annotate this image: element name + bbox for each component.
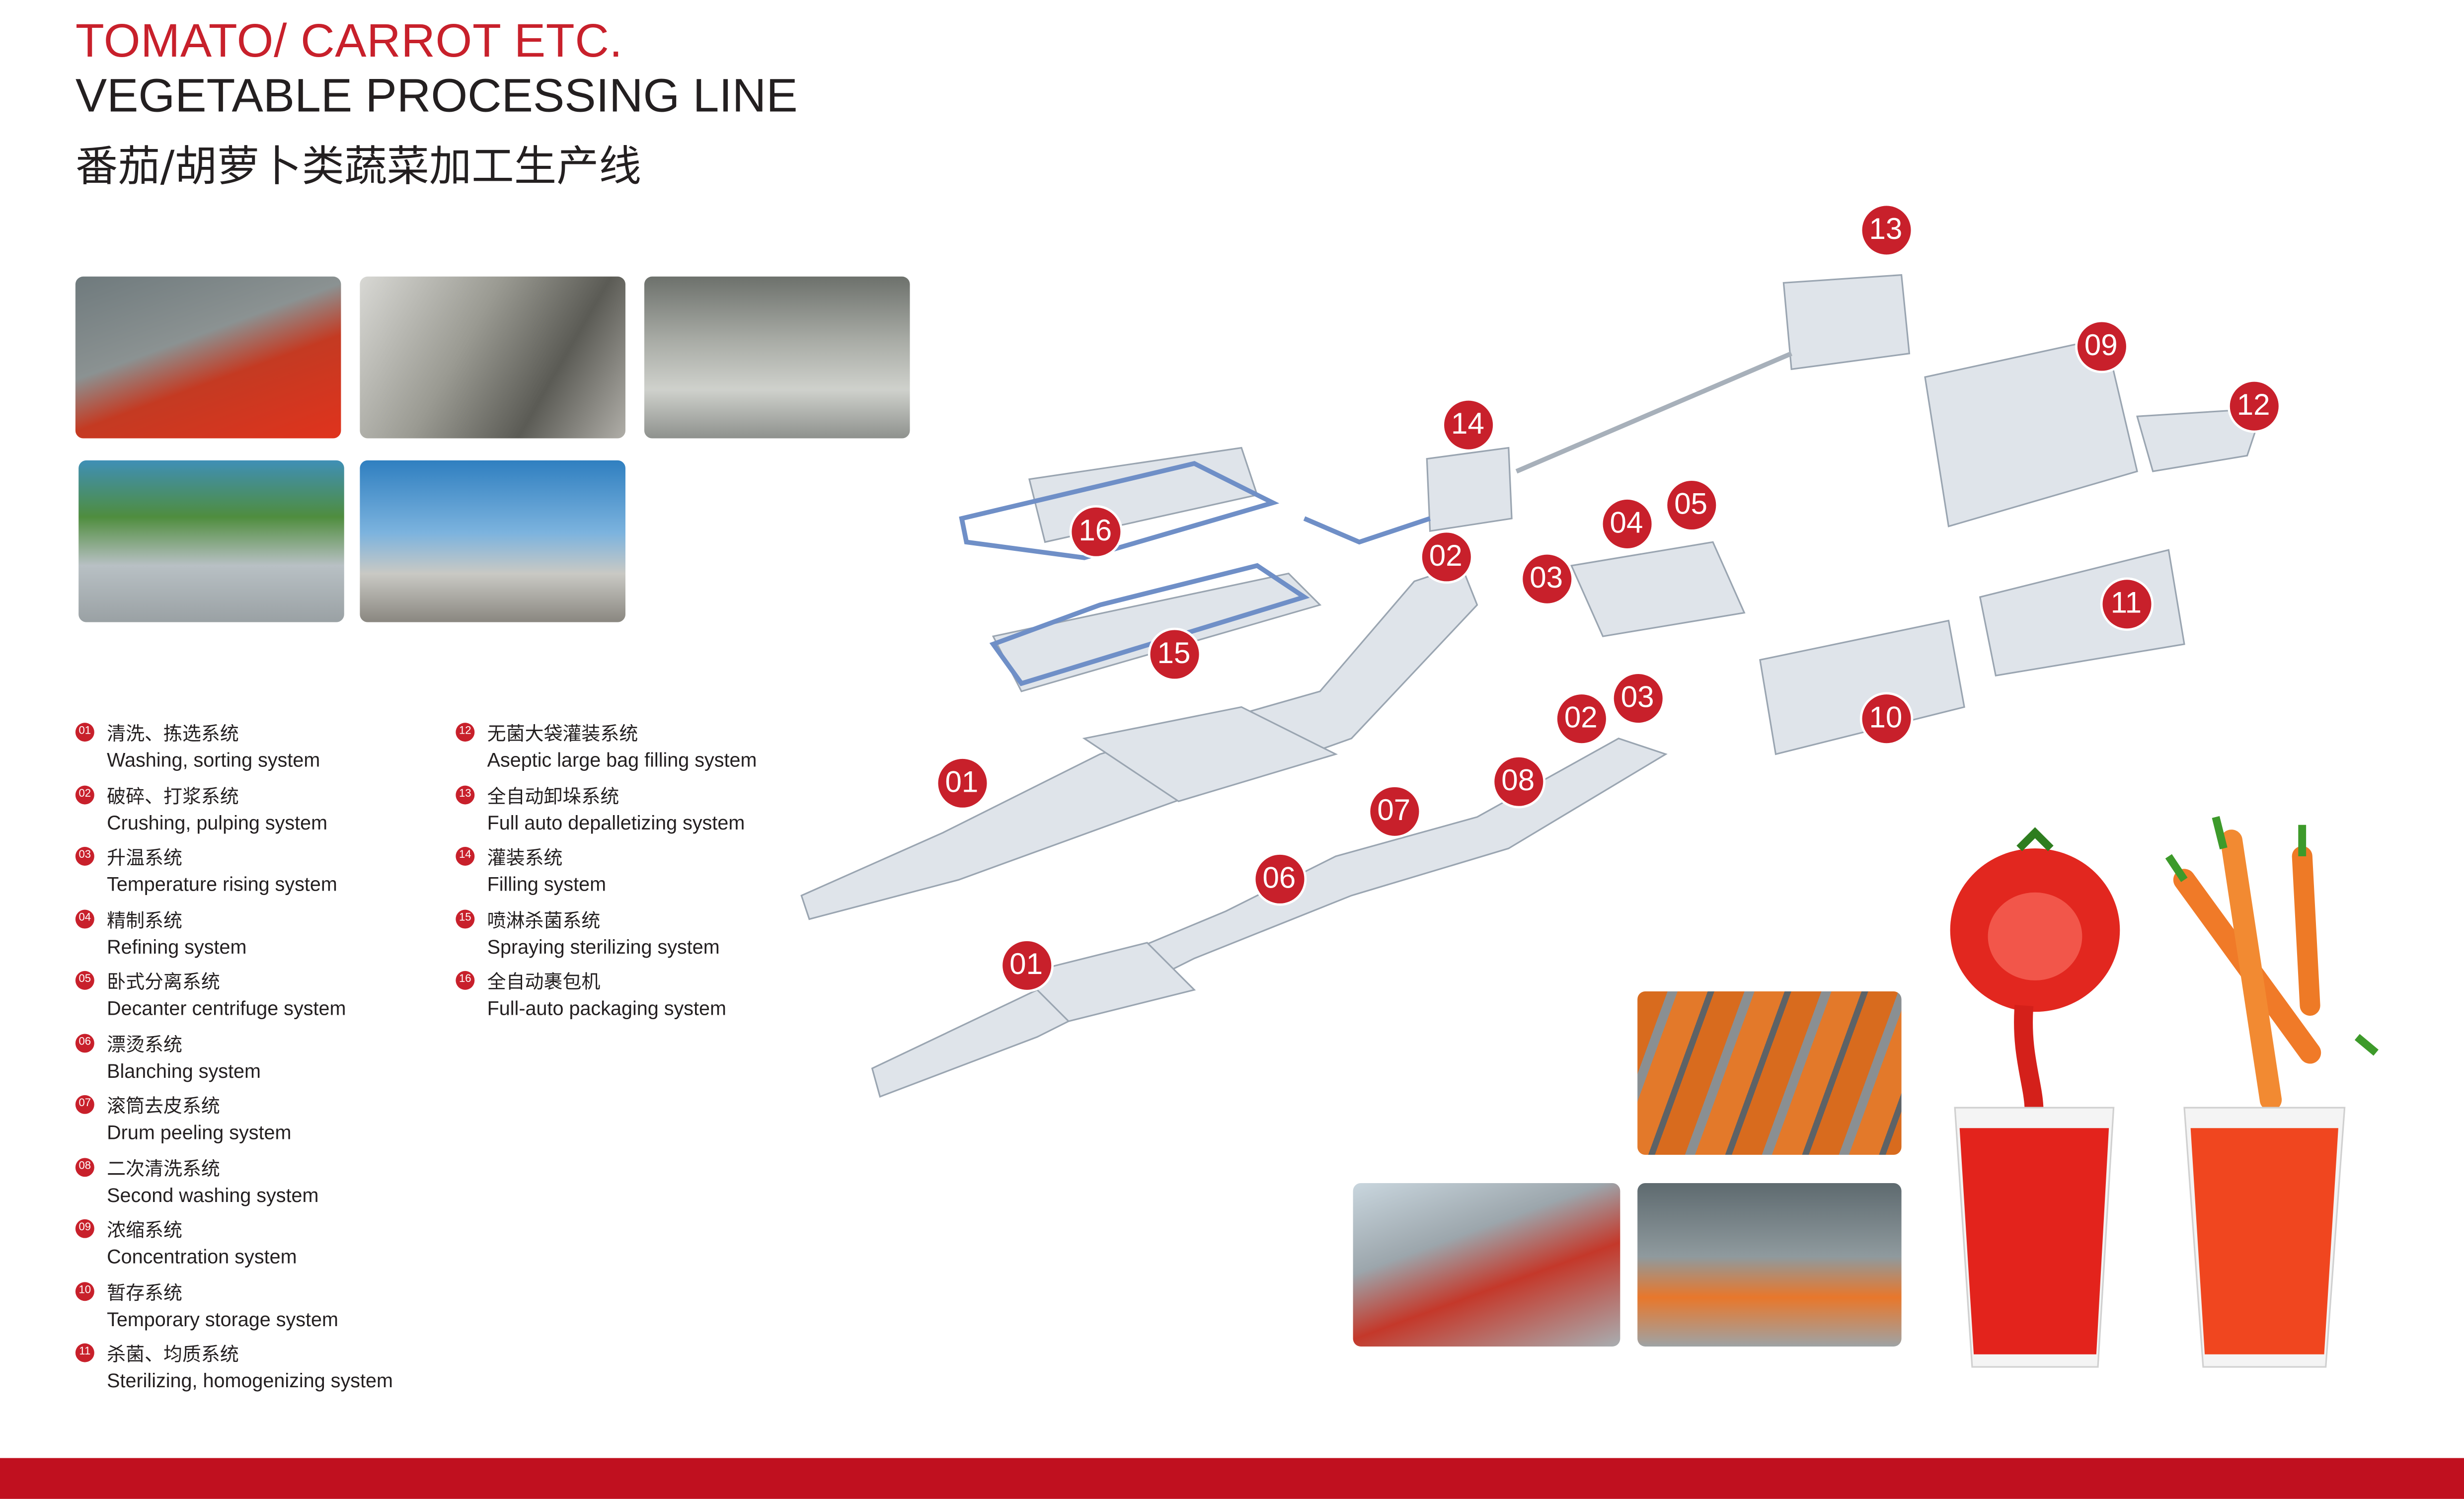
evaporator bbox=[1924, 337, 2138, 527]
bottle-conveyor-link bbox=[1303, 516, 1431, 545]
legend-en: Decanter centrifuge system bbox=[107, 997, 346, 1020]
legend-en: Filling system bbox=[487, 873, 607, 896]
photo-evaporator-plant bbox=[360, 460, 625, 622]
footer-bar bbox=[0, 1458, 2464, 1499]
marker-01b: 01 bbox=[1001, 940, 1051, 989]
legend-en: Temporary storage system bbox=[107, 1308, 338, 1330]
marker-02b: 02 bbox=[1556, 693, 1606, 743]
number-badge: 05 bbox=[75, 971, 94, 990]
legend-zh: 卧式分离系统 bbox=[107, 971, 220, 993]
number-badge: 13 bbox=[456, 785, 475, 804]
legend-en: Crushing, pulping system bbox=[107, 811, 328, 834]
number-badge: 09 bbox=[75, 1219, 94, 1238]
filler bbox=[1426, 447, 1513, 532]
photo-carrot-peeling bbox=[1637, 1183, 1902, 1347]
number-badge: 02 bbox=[75, 785, 94, 804]
legend-zh: 全自动裹包机 bbox=[487, 971, 601, 993]
photo-outdoor-washers bbox=[78, 460, 344, 622]
number-badge: 03 bbox=[75, 847, 94, 866]
legend-zh: 二次清洗系统 bbox=[107, 1157, 220, 1180]
legend-zh: 升温系统 bbox=[107, 847, 182, 869]
conveyor-line-1 bbox=[800, 564, 1478, 920]
photo-elevator-conveyor bbox=[360, 276, 625, 439]
legend-zh: 暂存系统 bbox=[107, 1281, 182, 1303]
marker-11: 11 bbox=[2101, 579, 2151, 628]
depalletizer bbox=[1782, 274, 1911, 371]
marker-13: 13 bbox=[1861, 205, 1910, 254]
number-badge: 11 bbox=[75, 1343, 94, 1362]
legend-en: Aseptic large bag filling system bbox=[487, 749, 757, 772]
legend-en: Temperature rising system bbox=[107, 873, 337, 896]
marker-07: 07 bbox=[1369, 786, 1418, 835]
photo-carrot-conveyors bbox=[1637, 991, 1902, 1155]
title-line-2: VEGETABLE PROCESSING LINE bbox=[75, 71, 798, 123]
legend-en: Second washing system bbox=[107, 1184, 319, 1206]
marker-10: 10 bbox=[1861, 693, 1910, 743]
photo-tomato-washing bbox=[1353, 1183, 1620, 1347]
number-badge: 14 bbox=[456, 847, 475, 866]
marker-06: 06 bbox=[1254, 854, 1304, 903]
legend-zh: 杀菌、均质系统 bbox=[107, 1343, 239, 1365]
marker-16: 16 bbox=[1071, 507, 1120, 556]
marker-01: 01 bbox=[937, 758, 986, 807]
legend-zh: 灌装系统 bbox=[487, 847, 563, 869]
marker-05: 05 bbox=[1666, 480, 1715, 529]
title-line-1: TOMATO/ CARROT ETC. bbox=[75, 15, 623, 68]
legend-en: Sterilizing, homogenizing system bbox=[107, 1370, 393, 1392]
bottle-conveyor-loop bbox=[959, 461, 1280, 560]
washer-1 bbox=[1082, 706, 1338, 803]
number-badge: 01 bbox=[75, 723, 94, 742]
title-line-chinese: 番茄/胡萝卜类蔬菜加工生产线 bbox=[75, 143, 641, 192]
storage-tanks bbox=[1759, 619, 1965, 755]
legend-zh: 滚筒去皮系统 bbox=[107, 1095, 220, 1118]
legend-zh: 精制系统 bbox=[107, 908, 182, 931]
marker-12: 12 bbox=[2229, 381, 2278, 430]
number-badge: 16 bbox=[456, 971, 475, 990]
legend-en: Blanching system bbox=[107, 1059, 261, 1082]
number-badge: 07 bbox=[75, 1095, 94, 1114]
marker-03: 03 bbox=[1522, 554, 1571, 603]
number-badge: 08 bbox=[75, 1157, 94, 1176]
bottle-conveyor-lower bbox=[989, 563, 1310, 686]
number-badge: 15 bbox=[456, 908, 475, 928]
carrot-juice-glass bbox=[2165, 816, 2379, 1368]
legend-zh: 破碎、打浆系统 bbox=[107, 785, 239, 807]
marker-03b: 03 bbox=[1613, 673, 1662, 722]
legend-zh: 清洗、拣选系统 bbox=[107, 723, 239, 745]
legend-en: Drum peeling system bbox=[107, 1122, 292, 1144]
legend-zh: 喷淋杀菌系统 bbox=[487, 908, 601, 931]
legend-en: Spraying sterilizing system bbox=[487, 935, 720, 958]
washer-2 bbox=[1020, 942, 1196, 1022]
photo-tomato-sorting bbox=[75, 276, 341, 439]
refining-platform bbox=[1570, 541, 1746, 637]
marker-09: 09 bbox=[2077, 321, 2126, 370]
number-badge: 04 bbox=[75, 908, 94, 928]
tomato-juice-glass bbox=[1950, 827, 2120, 1368]
legend-zh: 全自动卸垛系统 bbox=[487, 785, 619, 807]
legend-zh: 漂烫系统 bbox=[107, 1033, 182, 1055]
aseptic-filler bbox=[2136, 407, 2264, 472]
legend-en: Refining system bbox=[107, 935, 247, 958]
legend-en: Full-auto packaging system bbox=[487, 997, 726, 1020]
number-badge: 10 bbox=[75, 1281, 94, 1300]
number-badge: 06 bbox=[75, 1033, 94, 1052]
legend-en: Washing, sorting system bbox=[107, 749, 320, 772]
marker-02: 02 bbox=[1421, 531, 1470, 581]
marker-14: 14 bbox=[1443, 400, 1492, 449]
legend-zh: 浓缩系统 bbox=[107, 1219, 182, 1242]
overhead-conveyor bbox=[1515, 351, 1793, 474]
legend-en: Concentration system bbox=[107, 1246, 297, 1268]
marker-04: 04 bbox=[1602, 499, 1651, 548]
legend-en: Full auto depalletizing system bbox=[487, 811, 745, 834]
marker-08: 08 bbox=[1493, 756, 1542, 806]
photo-factory-interior bbox=[644, 276, 910, 439]
marker-15: 15 bbox=[1149, 629, 1199, 678]
number-badge: 12 bbox=[456, 723, 475, 742]
legend-zh: 无菌大袋灌装系统 bbox=[487, 723, 638, 745]
